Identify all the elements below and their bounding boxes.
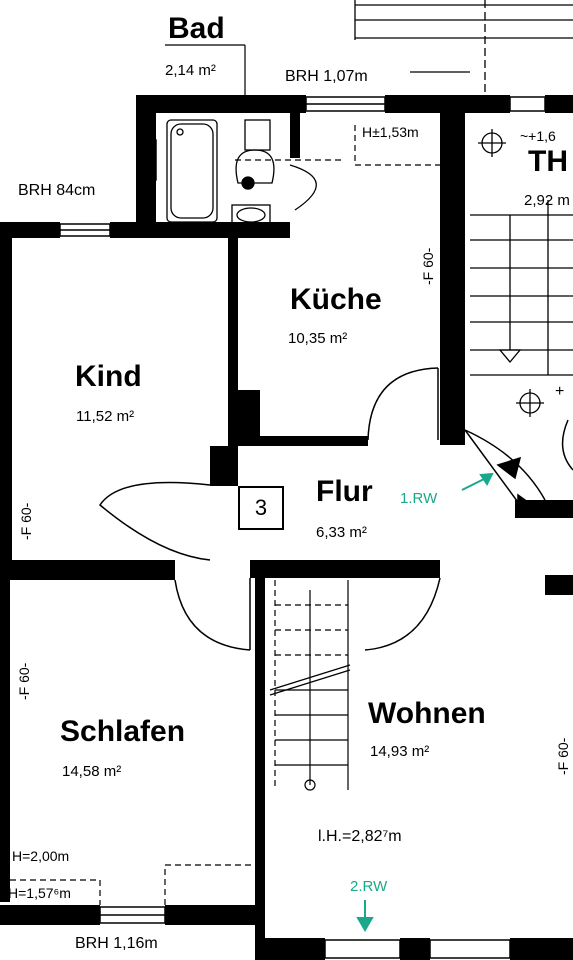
apartment-number: 3 (238, 486, 284, 530)
f60-right-label: -F 60- (555, 737, 571, 775)
lower-staircase (269, 580, 351, 791)
room-area-bad: 2,14 m² (165, 62, 216, 79)
lh-label: l.H.=2,82⁷m (318, 828, 402, 845)
upper-staircase (354, 0, 573, 417)
th-level-label: ~+1,6 (520, 128, 556, 144)
f60-kitchen-label: -F 60- (420, 247, 436, 285)
room-name-schlafen: Schlafen (60, 715, 186, 748)
h200-label: H=2,00m (12, 848, 70, 864)
room-name-wohnen: Wohnen (368, 697, 486, 730)
f60-schlafen-label: -F 60- (16, 662, 32, 700)
room-area-kueche: 10,35 m² (288, 330, 348, 347)
brh-left-label: BRH 84cm (18, 182, 96, 199)
bathroom-fixtures (166, 119, 345, 226)
room-area-schlafen: 14,58 m² (62, 763, 122, 780)
room-area-kind: 11,52 m² (76, 408, 135, 425)
exit-arrows (356, 472, 494, 932)
windows (59, 96, 546, 959)
leader-lines (165, 44, 246, 95)
brh-top-label: BRH 1,07m (285, 68, 368, 85)
walls (0, 95, 573, 960)
room-name-flur: Flur (316, 475, 373, 508)
room-name-kind: Kind (75, 360, 142, 393)
room-name-th: TH (528, 145, 568, 178)
dashed-lines (10, 125, 440, 905)
room-name-bad: Bad (168, 12, 225, 45)
kitchen-height-label: H±1,53m (362, 124, 419, 140)
room-name-kueche: Küche (290, 283, 382, 316)
rw2-marker: 2.RW (350, 878, 388, 895)
room-area-flur: 6,33 m² (316, 524, 367, 541)
rw1-marker: 1.RW (400, 490, 438, 507)
f60-kind-label: -F 60- (18, 502, 34, 540)
plus-mark-label: + (555, 383, 565, 400)
room-area-wohnen: 14,93 m² (370, 743, 430, 760)
brh-bottom-label: BRH 1,16m (75, 935, 158, 952)
room-area-th: 2,92 m (524, 192, 570, 209)
doors (99, 367, 573, 651)
h157-label: H=1,57⁶m (8, 885, 71, 901)
